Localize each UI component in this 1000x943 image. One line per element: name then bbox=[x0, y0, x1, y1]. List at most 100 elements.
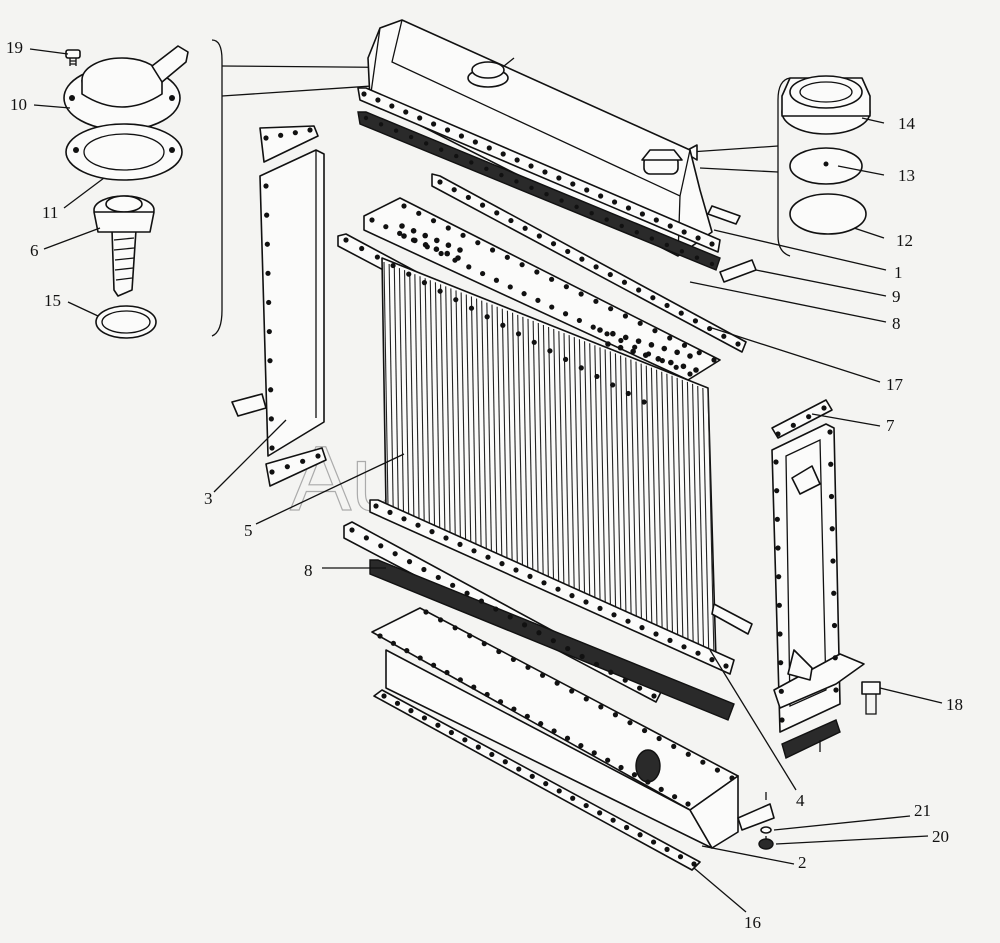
core-fin bbox=[573, 337, 581, 596]
bolt-hole bbox=[656, 735, 662, 742]
callout-2: 2 bbox=[798, 853, 807, 872]
bolt-hole bbox=[562, 311, 569, 317]
bolt-hole bbox=[363, 535, 369, 541]
bolt-hole bbox=[444, 669, 450, 676]
bolt-hole bbox=[472, 139, 478, 145]
bolt-hole bbox=[622, 334, 629, 341]
bolt-hole bbox=[630, 348, 636, 355]
bolt-hole bbox=[457, 541, 463, 548]
bolt-hole bbox=[691, 861, 697, 867]
core-fin bbox=[527, 318, 534, 574]
bolt-hole bbox=[618, 337, 624, 344]
bolt-hole bbox=[597, 327, 603, 333]
bolt-hole bbox=[556, 788, 562, 794]
bolt-hole bbox=[504, 254, 510, 260]
bolt-hole bbox=[494, 210, 500, 216]
bolt-hole bbox=[637, 320, 643, 326]
bolt-hole bbox=[593, 264, 599, 270]
callout-15: 15 bbox=[44, 291, 61, 310]
core-fin bbox=[697, 385, 705, 654]
bolt-hole bbox=[653, 217, 659, 223]
bolt-hole bbox=[493, 606, 499, 612]
bolt-hole bbox=[499, 172, 504, 178]
bolt-hole bbox=[462, 737, 468, 743]
bolt-hole bbox=[598, 704, 604, 710]
callout-6: 6 bbox=[30, 241, 39, 260]
bolt-hole bbox=[694, 255, 700, 260]
upper-tank bbox=[367, 19, 713, 257]
bolt-hole bbox=[484, 314, 490, 320]
core-fin bbox=[599, 347, 606, 608]
callout-9: 9 bbox=[892, 287, 901, 306]
bolt-hole bbox=[673, 364, 679, 370]
bolt-hole bbox=[700, 759, 706, 765]
bolt-hole bbox=[551, 728, 557, 734]
right-side-member bbox=[771, 399, 865, 759]
bolt-hole bbox=[458, 133, 465, 139]
bolt-hole bbox=[528, 163, 534, 169]
bolt-hole bbox=[622, 313, 629, 319]
bolt-hole bbox=[468, 305, 475, 311]
bolt-hole bbox=[608, 669, 614, 675]
bolt-hole bbox=[373, 503, 379, 509]
bolt-hole bbox=[570, 795, 576, 801]
bolt-hole bbox=[655, 356, 662, 362]
bolt-hole bbox=[624, 824, 630, 831]
bolt-hole bbox=[664, 242, 670, 248]
core-fin bbox=[486, 302, 493, 555]
bolt-hole bbox=[821, 405, 827, 411]
bolt-hole bbox=[408, 134, 414, 140]
bolt-hole bbox=[579, 653, 585, 660]
bolt-hole bbox=[359, 245, 365, 252]
core-fin bbox=[620, 355, 627, 617]
core-fin bbox=[609, 351, 617, 613]
bolt-hole bbox=[263, 135, 269, 141]
core-fin bbox=[501, 308, 508, 562]
bolt-hole bbox=[607, 271, 613, 278]
bolt-hole bbox=[416, 210, 422, 216]
bolt-hole bbox=[648, 342, 655, 348]
bolt-hole bbox=[529, 185, 534, 191]
bolt-hole bbox=[604, 331, 610, 337]
bolt-hole bbox=[410, 228, 417, 234]
bolt-hole bbox=[269, 469, 275, 475]
bolt-hole bbox=[541, 580, 547, 586]
core-fin bbox=[537, 322, 544, 579]
bolt-hole bbox=[422, 242, 429, 248]
bolt-hole bbox=[668, 359, 674, 366]
core-fin bbox=[568, 335, 575, 593]
core-fin bbox=[578, 339, 586, 598]
bolt-hole bbox=[478, 598, 485, 604]
bolt-hole bbox=[589, 211, 594, 216]
bolt-holes bbox=[69, 91, 839, 867]
bolt-hole bbox=[536, 630, 542, 636]
bolt-hole bbox=[507, 284, 513, 290]
bolt-hole bbox=[527, 573, 533, 580]
bolt-hole bbox=[584, 187, 590, 193]
bolt-hole bbox=[448, 729, 454, 736]
bolt-hole bbox=[617, 344, 624, 351]
core-fin bbox=[630, 359, 637, 622]
bolt-hole bbox=[565, 248, 571, 255]
core-fin bbox=[656, 369, 663, 634]
bolt-hole bbox=[667, 223, 673, 229]
bolt-hole bbox=[397, 230, 403, 236]
bolt-hole bbox=[377, 633, 383, 639]
bolt-hole bbox=[696, 350, 702, 356]
core-fin bbox=[666, 373, 674, 639]
callout-20: 20 bbox=[932, 827, 949, 846]
core-fin bbox=[671, 375, 679, 642]
core-fin bbox=[414, 274, 420, 521]
bolt-hole bbox=[773, 459, 779, 465]
callout-labels: 19 10 11 6 15 3 5 8 14 13 12 1 9 8 17 7 … bbox=[6, 38, 963, 932]
bolt-hole bbox=[500, 322, 506, 328]
core-fin bbox=[496, 306, 503, 560]
bolt-hole bbox=[680, 363, 687, 370]
bolt-hole bbox=[677, 854, 684, 860]
callout-7: 7 bbox=[886, 416, 895, 435]
core-fin bbox=[614, 353, 622, 615]
bolt-hole bbox=[438, 250, 444, 257]
bolt-hole bbox=[774, 516, 780, 522]
bolt-hole bbox=[378, 543, 384, 549]
